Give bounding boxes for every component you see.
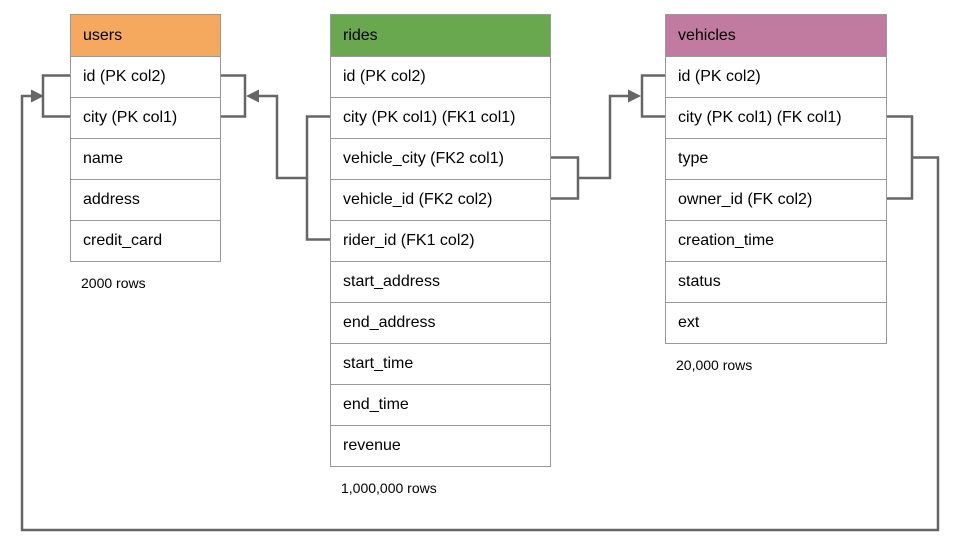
rides-fk1-to-users-arrowhead	[246, 89, 259, 103]
column-row-start_time: start_time	[331, 343, 550, 384]
table-vehicles-rowcount: 20,000 rows	[676, 357, 753, 373]
column-row-type: type	[666, 138, 886, 179]
table-vehicles: vehicles id (PK col2)city (PK col1) (FK …	[665, 14, 887, 373]
column-row-vehicle_id: vehicle_id (FK2 col2)	[331, 179, 550, 220]
column-row-city: city (PK col1)	[71, 97, 220, 138]
rides-fk1-to-users-line	[259, 94, 307, 180]
users-pk-bracket-left	[41, 74, 70, 118]
column-row-city: city (PK col1) (FK col1)	[666, 97, 886, 138]
column-row-address: address	[71, 179, 220, 220]
vehicles-pk-bracket-left	[640, 74, 665, 118]
column-row-credit_card: credit_card	[71, 220, 220, 261]
table-rides: rides id (PK col2)city (PK col1) (FK1 co…	[330, 14, 551, 496]
column-row-name: name	[71, 138, 220, 179]
vehicles-fk-to-users-line	[20, 94, 940, 532]
column-row-rider_id: rider_id (FK1 col2)	[331, 220, 550, 261]
column-row-revenue: revenue	[331, 425, 550, 466]
table-vehicles-header: vehicles	[666, 15, 886, 56]
table-rides-box: rides id (PK col2)city (PK col1) (FK1 co…	[330, 14, 551, 467]
table-rides-rowcount: 1,000,000 rows	[341, 480, 437, 496]
column-row-creation_time: creation_time	[666, 220, 886, 261]
vehicles-fk-to-users-arrowhead	[31, 89, 44, 103]
table-users-rowcount: 2000 rows	[81, 275, 146, 291]
column-row-vehicle_city: vehicle_city (FK2 col1)	[331, 138, 550, 179]
rides-fk2-bracket	[551, 156, 580, 200]
rides-fk2-to-vehicles-line	[578, 94, 628, 180]
column-row-start_address: start_address	[331, 261, 550, 302]
column-row-id: id (PK col2)	[666, 56, 886, 97]
table-vehicles-box: vehicles id (PK col2)city (PK col1) (FK …	[665, 14, 887, 344]
rides-fk1-bracket	[305, 115, 330, 241]
users-pk-bracket-right	[221, 74, 247, 118]
column-row-status: status	[666, 261, 886, 302]
column-row-end_address: end_address	[331, 302, 550, 343]
table-rides-rows: id (PK col2)city (PK col1) (FK1 col1)veh…	[331, 56, 550, 466]
column-row-city: city (PK col1) (FK1 col1)	[331, 97, 550, 138]
table-vehicles-rows: id (PK col2)city (PK col1) (FK col1)type…	[666, 56, 886, 343]
column-row-id: id (PK col2)	[331, 56, 550, 97]
table-rides-header: rides	[331, 15, 550, 56]
column-row-ext: ext	[666, 302, 886, 343]
vehicles-fk-bracket-right	[887, 115, 914, 200]
column-row-owner_id: owner_id (FK col2)	[666, 179, 886, 220]
column-row-end_time: end_time	[331, 384, 550, 425]
rides-fk2-to-vehicles-arrowhead	[628, 89, 641, 103]
column-row-id: id (PK col2)	[71, 56, 220, 97]
table-users-header: users	[71, 15, 220, 56]
